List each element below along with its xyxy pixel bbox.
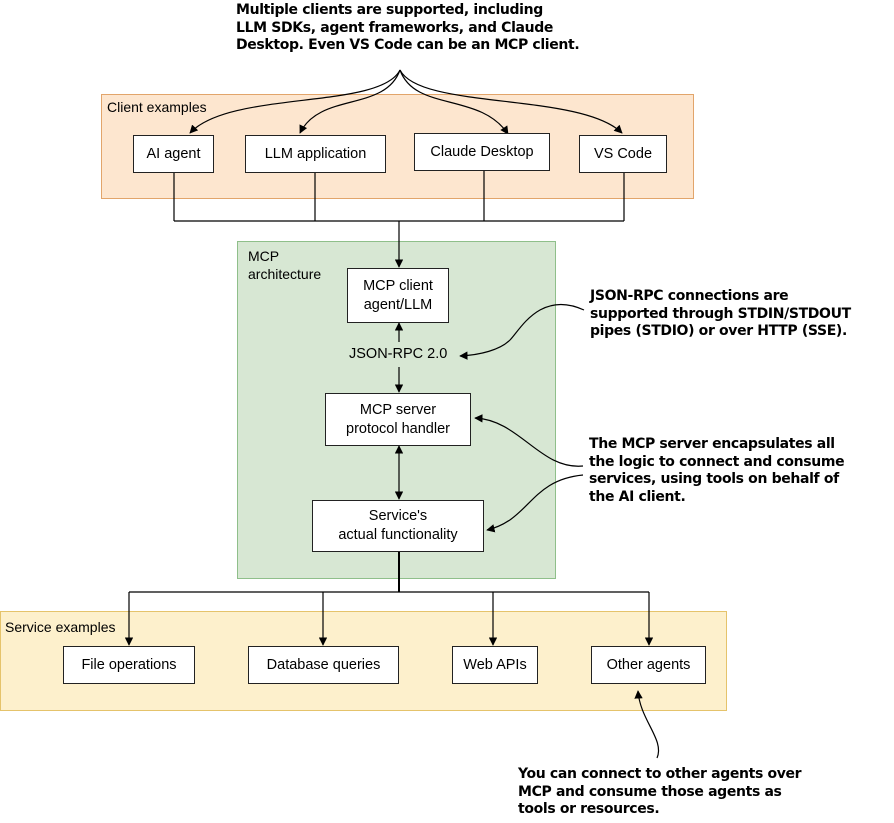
- mcp-server-box: MCP server protocol handler: [325, 393, 471, 446]
- callout-arrow-claude-desktop: [399, 69, 509, 135]
- callout-arrow-llm-application: [299, 69, 401, 134]
- client-examples-label: Client examples: [107, 99, 207, 115]
- web-apis-box: Web APIs: [452, 646, 538, 684]
- callout-arrow-server: [474, 414, 584, 467]
- claude-desktop-box: Claude Desktop: [414, 133, 550, 171]
- file-operations-box: File operations: [63, 646, 195, 684]
- ai-agent-box: AI agent: [133, 135, 214, 173]
- service-examples-label: Service examples: [5, 619, 116, 635]
- agents-callout: You can connect to other agents over MCP…: [518, 766, 802, 817]
- mcp-client-box: MCP client agent/LLM: [347, 268, 449, 323]
- callout-arrow-vs-code: [399, 69, 623, 134]
- server-callout: The MCP server encapsulates all the logi…: [589, 436, 845, 505]
- vs-code-box: VS Code: [579, 135, 667, 173]
- callout-arrow-service: [486, 474, 584, 533]
- callout-arrow-jsonrpc: [459, 303, 585, 360]
- other-agents-box: Other agents: [591, 646, 706, 684]
- service-functionality-box: Service's actual functionality: [312, 500, 484, 552]
- llm-application-box: LLM application: [245, 135, 386, 173]
- callout-arrow-ai-agent: [189, 69, 401, 134]
- callout-arrow-agents: [634, 690, 660, 759]
- jsonrpc-callout: JSON-RPC connections are supported throu…: [590, 288, 851, 339]
- database-queries-box: Database queries: [248, 646, 399, 684]
- jsonrpc-label: JSON-RPC 2.0: [347, 346, 450, 362]
- mcp-architecture-label: MCP architecture: [248, 248, 322, 282]
- clients-callout: Multiple clients are supported, includin…: [236, 2, 580, 53]
